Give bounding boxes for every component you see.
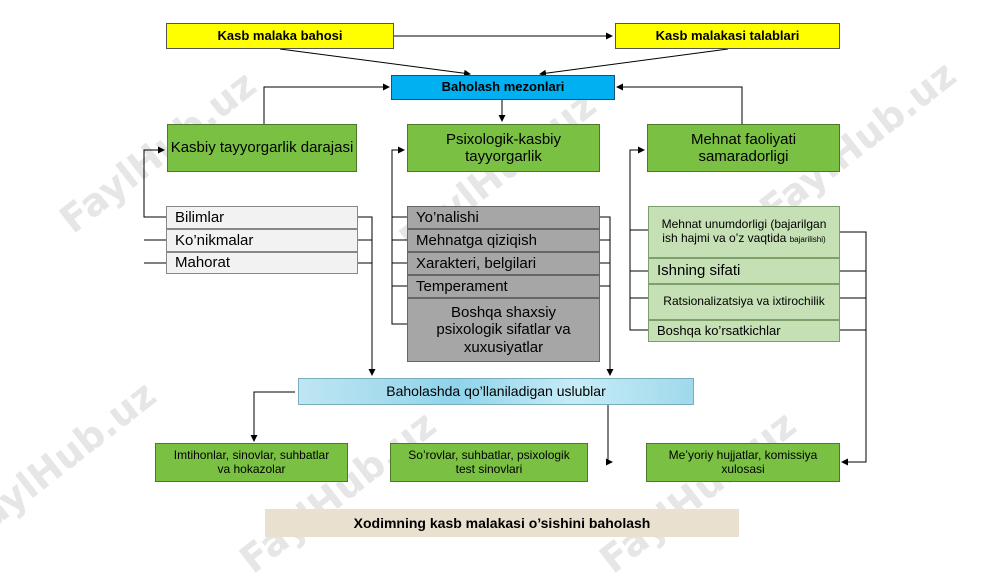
meyoriy-hujjatlar-box: Me’yoriy hujjatlar, komissiya xulosasi xyxy=(646,443,840,482)
list-item-konikmalar: Ko’nikmalar xyxy=(166,229,358,252)
mehnat-unumdorligi-small-text: bajarilishi) xyxy=(789,235,826,244)
mehnat-unumdorligi-text: Mehnat unumdorligi (bajarilgan ish hajmi… xyxy=(661,217,827,245)
list-item-xarakteri: Xarakteri, belgilari xyxy=(407,252,600,275)
list-item-boshqa-korsatkichlar: Boshqa ko’rsatkichlar xyxy=(648,320,840,342)
connector-lines xyxy=(143,32,867,466)
list-item-mahorat: Mahorat xyxy=(166,252,358,274)
psixologik-kasbiy-box: Psixologik-kasbiy tayyorgarlik xyxy=(407,124,600,172)
footer-title: Xodimning kasb malakasi o’sishini bahola… xyxy=(265,509,739,537)
list-item-ratsionalizatsiya: Ratsionalizatsiya va ixtirochilik xyxy=(648,284,840,320)
kasb-malakasi-talablari-box: Kasb malakasi talablari xyxy=(615,23,840,49)
list-item-temperament: Temperament xyxy=(407,275,600,298)
mehnat-faoliyati-box: Mehnat faoliyati samaradorligi xyxy=(647,124,840,172)
list-item-boshqa-sifatlar: Boshqa shaxsiy psixologik sifatlar va xu… xyxy=(407,298,600,362)
kasbiy-tayyorgarlik-box: Kasbiy tayyorgarlik darajasi xyxy=(167,124,357,172)
kasb-malaka-bahosi-box: Kasb malaka bahosi xyxy=(166,23,394,49)
list-item-mehnatga-qiziqish: Mehnatga qiziqish xyxy=(407,229,600,252)
list-item-bilimlar: Bilimlar xyxy=(166,206,358,229)
imtihonlar-box: Imtihonlar, sinovlar, suhbatlar va hokaz… xyxy=(155,443,348,482)
list-item-mehnat-unumdorligi: Mehnat unumdorligi (bajarilgan ish hajmi… xyxy=(648,206,840,258)
sorovlar-box: So’rovlar, suhbatlar, psixologik test si… xyxy=(390,443,588,482)
list-item-ishning-sifati: Ishning sifati xyxy=(648,258,840,284)
baholash-uslublari-box: Baholashda qo’llaniladigan uslublar xyxy=(298,378,694,405)
baholash-mezonlari-box: Baholash mezonlari xyxy=(391,75,615,100)
list-item-yonalishi: Yo’nalishi xyxy=(407,206,600,229)
